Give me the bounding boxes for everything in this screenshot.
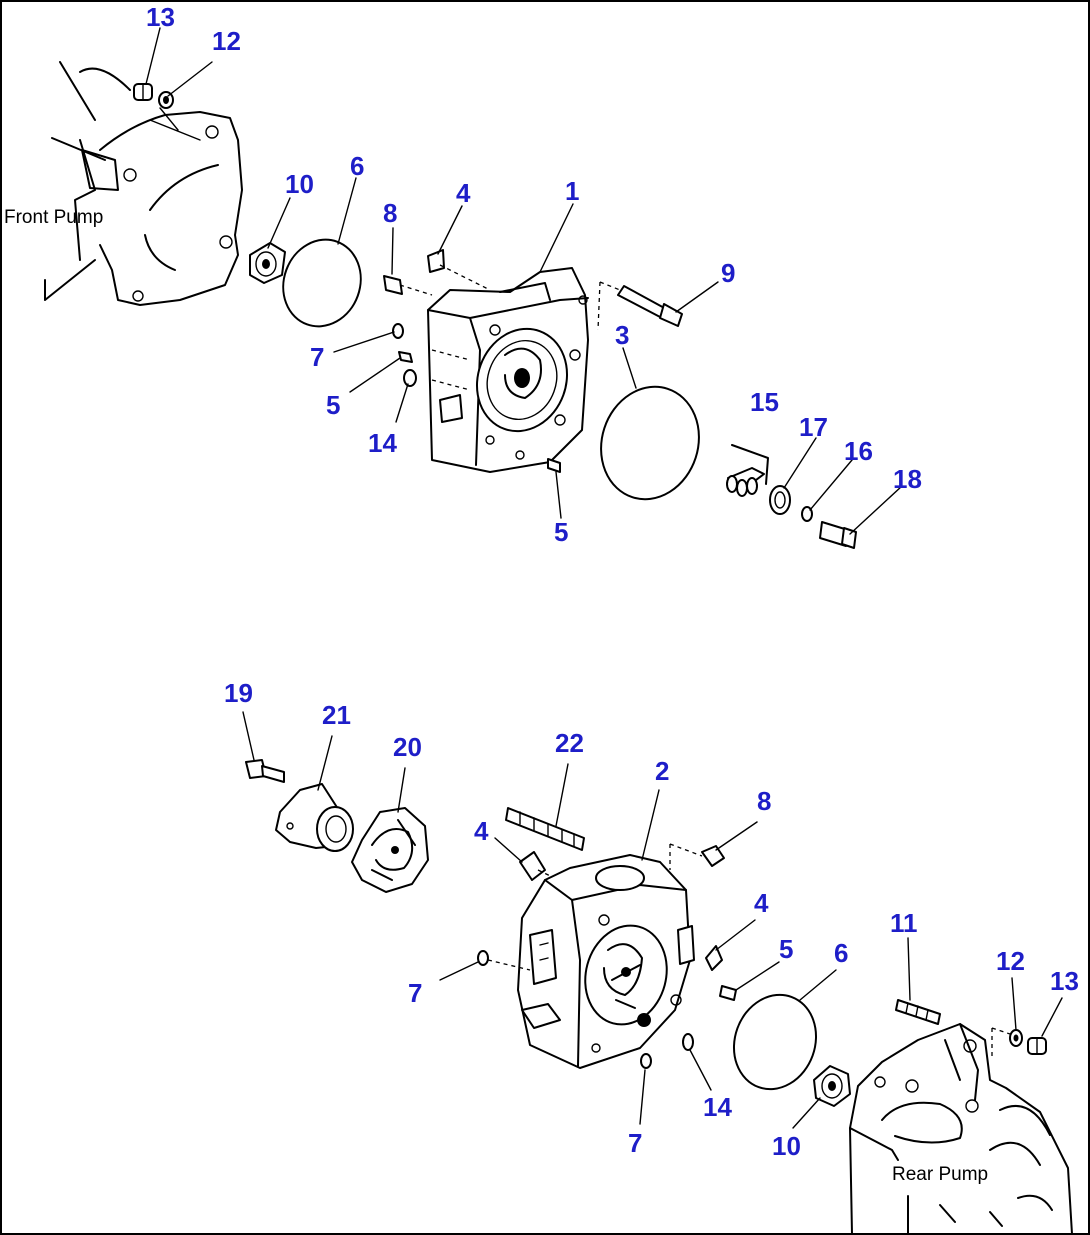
pin-8-top: [383, 275, 403, 295]
valve-housing-2: [487, 854, 695, 1069]
top-leader-lines: [145, 27, 903, 535]
callout-4-top: 4: [456, 178, 471, 208]
o-ring-6-bottom: [732, 993, 818, 1091]
callout-6-bottom: 6: [834, 938, 848, 968]
o-ring-7-bottom-left: [477, 950, 489, 966]
front-pump-housing: [44, 61, 243, 306]
callout-20: 20: [393, 732, 422, 762]
top-callout-numbers: 13 12 10 6 8 4 1 9 7 5 14 3 5 15 17 16 1…: [146, 2, 922, 547]
callout-10-top: 10: [285, 169, 314, 199]
callout-8-top: 8: [383, 198, 397, 228]
callout-1: 1: [565, 176, 579, 206]
pin-5-top-left: [398, 351, 413, 363]
plate-4-top: [427, 249, 445, 273]
washer-16: [801, 506, 813, 522]
nut-13-bottom: [1027, 1037, 1047, 1055]
bolt-18: [819, 521, 857, 549]
o-ring-14-bottom: [682, 1033, 694, 1051]
bottom-leader-lines: [242, 711, 1063, 1129]
callout-5-top-right: 5: [554, 517, 568, 547]
o-ring-7-top: [392, 323, 404, 339]
washer-12-top: [158, 91, 174, 109]
valve-housing-1: [427, 267, 589, 473]
callout-12-top: 12: [212, 26, 241, 56]
callout-7-bottom-left: 7: [408, 978, 422, 1008]
callout-11: 11: [890, 908, 918, 938]
rod-22: [505, 807, 585, 851]
callout-3: 3: [615, 320, 629, 350]
callout-4-bottom-right: 4: [754, 888, 769, 918]
callout-12-bottom: 12: [996, 946, 1025, 976]
plate-4-bottom-left: [519, 851, 546, 881]
bearing-10-bottom: [813, 1065, 851, 1107]
stud-11: [895, 999, 941, 1025]
o-ring-3: [600, 385, 700, 501]
callout-21: 21: [322, 700, 351, 730]
pin-5-bottom: [719, 985, 737, 1001]
callout-10-bottom: 10: [772, 1131, 801, 1161]
callout-6-top: 6: [350, 151, 364, 181]
callout-14-bottom: 14: [703, 1092, 732, 1122]
bottom-callout-numbers: 19 21 20 22 2 8 4 4 7 5 6 7 14 10 11 12 …: [224, 678, 1079, 1161]
callout-15: 15: [750, 387, 779, 417]
callout-9: 9: [721, 258, 735, 288]
plate-4-bottom-right: [705, 945, 723, 971]
plate-20: [351, 807, 429, 893]
washer-12-bottom: [1009, 1029, 1023, 1047]
shim-set-15: [726, 444, 769, 497]
callout-17: 17: [799, 412, 828, 442]
o-ring-14-top: [403, 369, 417, 387]
callout-2: 2: [655, 756, 669, 786]
callout-13-bottom: 13: [1050, 966, 1079, 996]
callout-5-top-left: 5: [326, 390, 340, 420]
pin-5-top-right: [547, 458, 561, 473]
rear-pump-housing: [849, 1023, 1073, 1235]
bolt-9-top: [597, 281, 683, 331]
o-ring-6-top: [282, 238, 362, 328]
nut-13-top: [133, 83, 153, 101]
callout-16: 16: [844, 436, 873, 466]
sleeve-21: [275, 783, 354, 852]
callout-5-bottom: 5: [779, 934, 793, 964]
callout-18: 18: [893, 464, 922, 494]
callout-7-top: 7: [310, 342, 324, 372]
plug-17: [769, 485, 791, 515]
callout-14-top: 14: [368, 428, 397, 458]
pin-8-bottom: [701, 845, 725, 867]
callout-13-top: 13: [146, 2, 175, 32]
rear-pump-caption: Rear Pump: [892, 1164, 988, 1185]
front-pump-caption: Front Pump: [4, 207, 103, 228]
callout-19: 19: [224, 678, 253, 708]
callout-22: 22: [555, 728, 584, 758]
bolt-19: [245, 759, 285, 783]
callout-4-bottom-left: 4: [474, 816, 489, 846]
o-ring-7-bottom: [640, 1053, 652, 1069]
callout-7-bottom: 7: [628, 1128, 642, 1158]
bearing-10-top: [249, 242, 286, 284]
callout-8-bottom: 8: [757, 786, 771, 816]
